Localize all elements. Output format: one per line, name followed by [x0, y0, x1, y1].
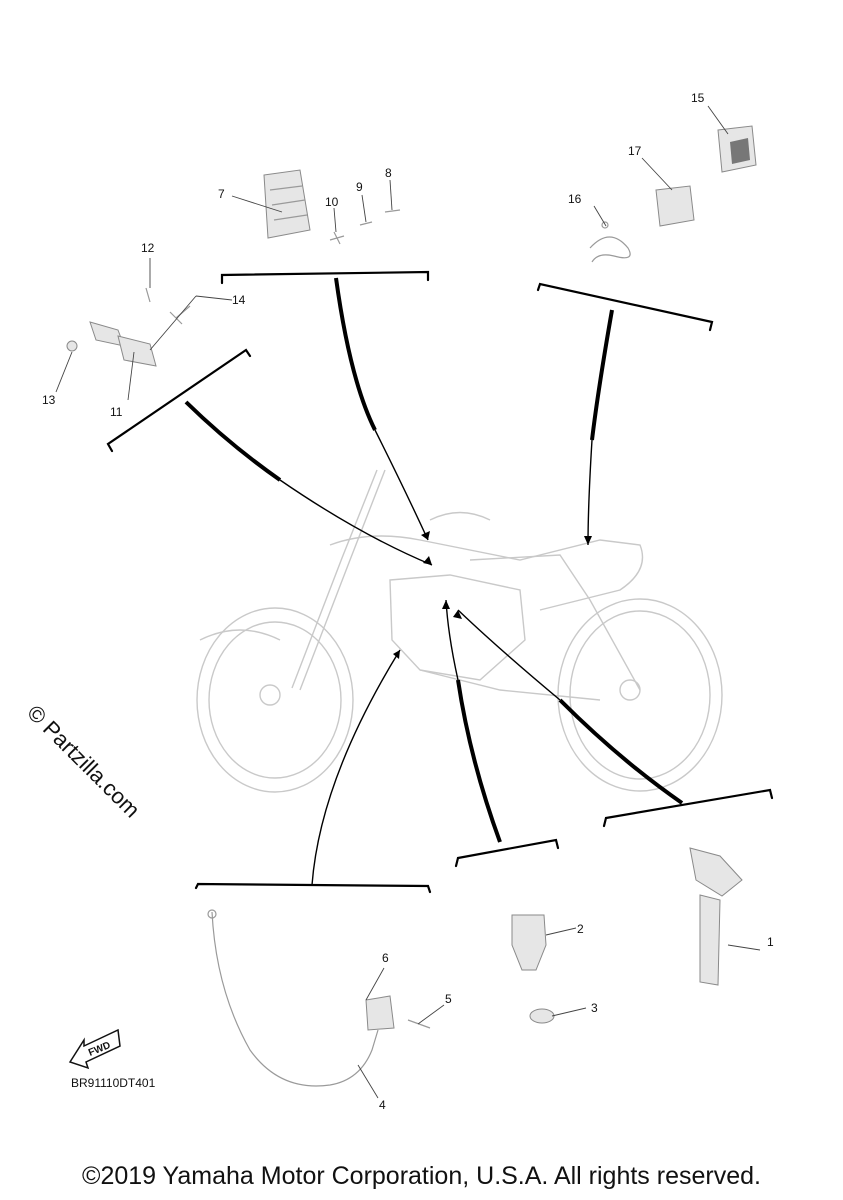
fwd-arrow-icon: FWD [68, 1028, 121, 1070]
part-14-band [169, 305, 191, 325]
part-5-bolt [407, 1019, 431, 1029]
callout-2: 2 [577, 922, 584, 936]
part-3-plug [529, 1008, 555, 1024]
callout-11: 11 [110, 405, 123, 419]
callout-7: 7 [218, 187, 225, 201]
pointer-lines [184, 277, 684, 886]
leader-lines [55, 105, 761, 1099]
bracket-lower-right [602, 788, 774, 828]
bracket-upper-center [220, 270, 430, 285]
callout-10: 10 [325, 195, 339, 209]
callout-17: 17 [628, 144, 642, 158]
part-13-cap [66, 340, 78, 352]
part-4-harness [207, 909, 379, 1087]
part-11-ignition-coil [89, 321, 157, 367]
part-17-relay [655, 185, 695, 227]
part-1-sensor [689, 847, 743, 986]
callout-15: 15 [691, 91, 705, 105]
part-2-sensor [511, 914, 547, 971]
part-6-sensor [365, 995, 395, 1031]
diagram-code: BR91110DT401 [71, 1076, 156, 1090]
part-15-relay [717, 125, 757, 173]
callout-5: 5 [445, 992, 452, 1006]
callout-16: 16 [568, 192, 582, 206]
part-10-bolt [329, 231, 345, 245]
callout-4: 4 [379, 1098, 386, 1112]
part-9-washer [359, 221, 373, 226]
callout-12: 12 [141, 241, 155, 255]
callout-1: 1 [767, 935, 774, 949]
part-7-ecu [263, 169, 311, 239]
bracket-lower-left [194, 882, 432, 894]
part-16-clip [589, 221, 631, 263]
part-8-bolt [384, 209, 401, 213]
callout-9: 9 [356, 180, 363, 194]
callout-8: 8 [385, 166, 392, 180]
bracket-upper-right [536, 282, 714, 332]
callout-6: 6 [382, 951, 389, 965]
bracket-upper-left [106, 348, 252, 453]
part-12-clip [145, 287, 151, 303]
callout-13: 13 [42, 393, 56, 407]
copyright-notice: ©2019 Yamaha Motor Corporation, U.S.A. A… [82, 1162, 761, 1190]
motorcycle-silhouette [196, 469, 723, 793]
callout-3: 3 [591, 1001, 598, 1015]
callout-14: 14 [232, 293, 246, 307]
bracket-lower-center [454, 838, 560, 868]
